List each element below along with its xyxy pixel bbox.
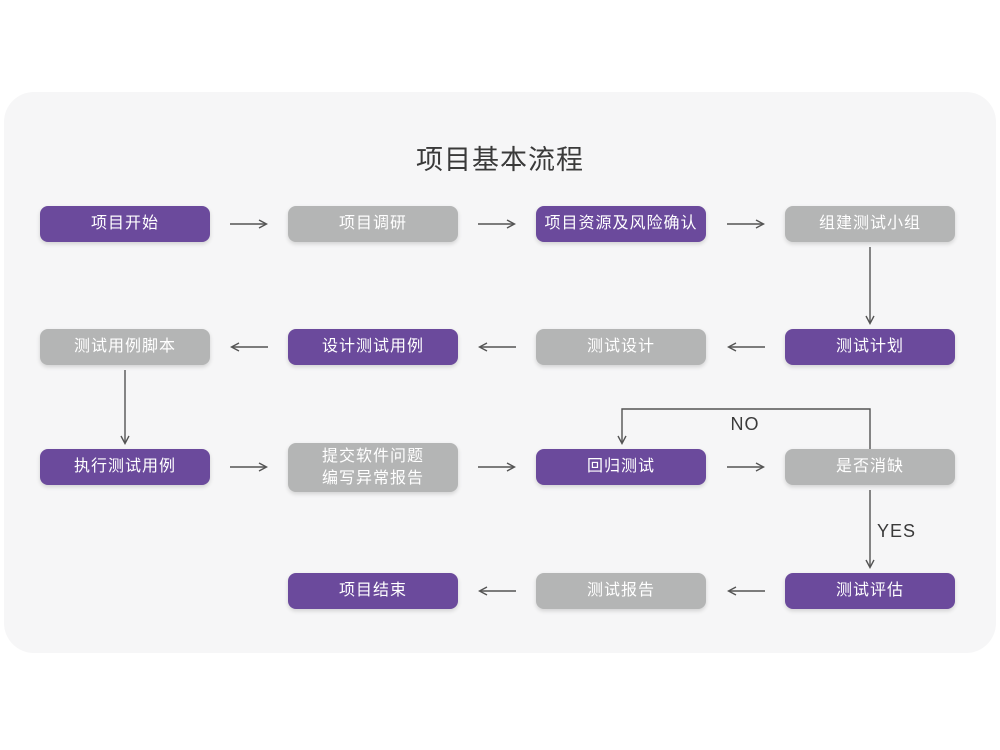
node-test-design: 测试设计: [536, 329, 706, 365]
branch-label-yes: YES: [877, 521, 917, 541]
node-test-plan: 测试计划: [785, 329, 955, 365]
node-project-research: 项目调研: [288, 206, 458, 242]
node-resources-risk-confirm: 项目资源及风险确认: [536, 206, 706, 242]
node-test-case-scripts: 测试用例脚本: [40, 329, 210, 365]
node-test-report: 测试报告: [536, 573, 706, 609]
node-regression-test: 回归测试: [536, 449, 706, 485]
flowchart-card: [4, 92, 996, 653]
node-design-test-cases: 设计测试用例: [288, 329, 458, 365]
node-test-evaluation: 测试评估: [785, 573, 955, 609]
node-submit-issues-write-report: 提交软件问题 编写异常报告: [288, 443, 458, 492]
node-defect-resolved-check: 是否消缺: [785, 449, 955, 485]
node-build-test-team: 组建测试小组: [785, 206, 955, 242]
node-project-end: 项目结束: [288, 573, 458, 609]
page-title: 项目基本流程: [416, 145, 584, 175]
node-project-start: 项目开始: [40, 206, 210, 242]
branch-label-no: NO: [730, 414, 760, 434]
node-execute-test-cases: 执行测试用例: [40, 449, 210, 485]
